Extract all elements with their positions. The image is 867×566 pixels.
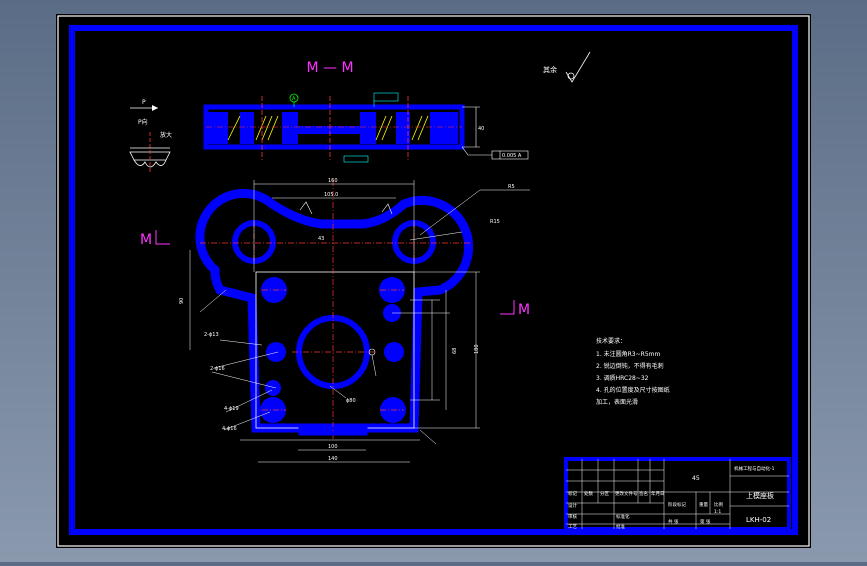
section-view: 40 A 0.005 A xyxy=(203,92,529,163)
tb-scale-value: 1:1 xyxy=(714,509,721,515)
notes-line-1: 1. 未注圆角R3~R5mm xyxy=(596,350,660,358)
dim-top-width: 160 xyxy=(328,178,338,184)
tb-col-label-3: 更改文件号 xyxy=(615,490,638,497)
svg-text:40: 40 xyxy=(478,126,484,132)
callout-holes-c: 4-ϕ19 xyxy=(224,406,239,412)
view-arrowhead xyxy=(152,105,158,111)
tb-std-label: 标准化 xyxy=(616,513,630,520)
callout-holes-a: 2-ϕ13 xyxy=(204,332,219,338)
view-label-p-sub: P向 xyxy=(138,118,148,126)
detail-view xyxy=(129,132,171,174)
tb-sheet-label: 共 张 xyxy=(668,518,679,525)
view-label-scale: 放大 xyxy=(160,131,172,139)
dim-inner-v: 43 xyxy=(318,236,324,242)
sheet-frame xyxy=(69,25,798,535)
section-arrow-left xyxy=(155,230,170,245)
dim-right-height: 180 xyxy=(474,344,480,354)
tb-stage-label: 阶段标记 xyxy=(668,501,686,508)
tb-drawing-no: LKH-02 xyxy=(746,516,771,524)
notes-line-2: 2. 锐边倒钝，不得有毛刺 xyxy=(596,362,664,370)
dimension-lines xyxy=(189,180,530,463)
tb-row-label-1: 标记 xyxy=(568,490,577,497)
callout-groove: R15 xyxy=(490,219,500,225)
dim-bottom-inner: 100 xyxy=(328,444,338,450)
tb-row-label-2: 设计 xyxy=(568,502,577,509)
section-mark-left: M xyxy=(140,232,152,248)
sheet-outer-border xyxy=(57,15,810,547)
notes-line-4: 4. 孔的位置度及尺寸按图纸 xyxy=(596,386,670,394)
tb-scale-label: 比例 xyxy=(714,501,723,508)
view-label-p: P xyxy=(142,99,146,106)
dim-bottom-width: 140 xyxy=(328,456,338,462)
tb-col-label-2: 分区 xyxy=(600,490,609,497)
section-mark-title: M — M xyxy=(306,60,353,76)
sheet-background xyxy=(56,14,811,548)
notes-line-3: 3. 调质HRC28~32 xyxy=(596,374,649,382)
callout-holes-b: 2-ϕ16 xyxy=(210,366,225,372)
tb-part-name: 上模座板 xyxy=(746,491,774,500)
notes-title: 技术要求： xyxy=(596,337,626,345)
roughness-note: 其余 xyxy=(543,65,557,74)
tb-sheet-of: 第 张 xyxy=(700,518,711,525)
notes-line-5: 加工，表面光滑 xyxy=(596,398,638,406)
dim-top-inner: 105.0 xyxy=(324,192,338,198)
tb-row-label-4: 工艺 xyxy=(568,524,577,530)
callout-holes-d: 4-ϕ16 xyxy=(222,426,237,432)
tb-col-label-4: 签名 xyxy=(639,490,648,497)
tb-quantity: 45 xyxy=(692,475,700,482)
tb-approve-label: 批准 xyxy=(616,523,625,530)
tb-school: 机械工程与自动化-1 xyxy=(734,465,775,472)
tolerance-frame: 0.005 A xyxy=(502,153,522,159)
tb-row-label-3: 审核 xyxy=(568,513,577,520)
title-block: 45 机械工程与自动化-1 上模座板 LKH-02 标记 设计 审核 工艺 处数… xyxy=(564,457,791,531)
roughness-circle xyxy=(567,72,575,80)
technical-notes: 技术要求： 1. 未注圆角R3~R5mm 2. 锐边倒钝，不得有毛刺 3. 调质… xyxy=(596,337,670,406)
dim-right-inner: 68 xyxy=(452,348,458,354)
tb-weight-label: 重量 xyxy=(699,501,708,508)
callout-center-hole: ϕ80 xyxy=(346,398,356,404)
section-mark-right: M xyxy=(518,302,530,318)
section-arrow-right xyxy=(500,300,515,315)
callout-slot: R5 xyxy=(508,184,515,190)
tb-col-label-5: 年月日 xyxy=(651,490,665,497)
dim-left-height: 90 xyxy=(179,298,185,304)
datum-label: A xyxy=(292,96,296,102)
tb-col-label-1: 处数 xyxy=(584,490,593,497)
